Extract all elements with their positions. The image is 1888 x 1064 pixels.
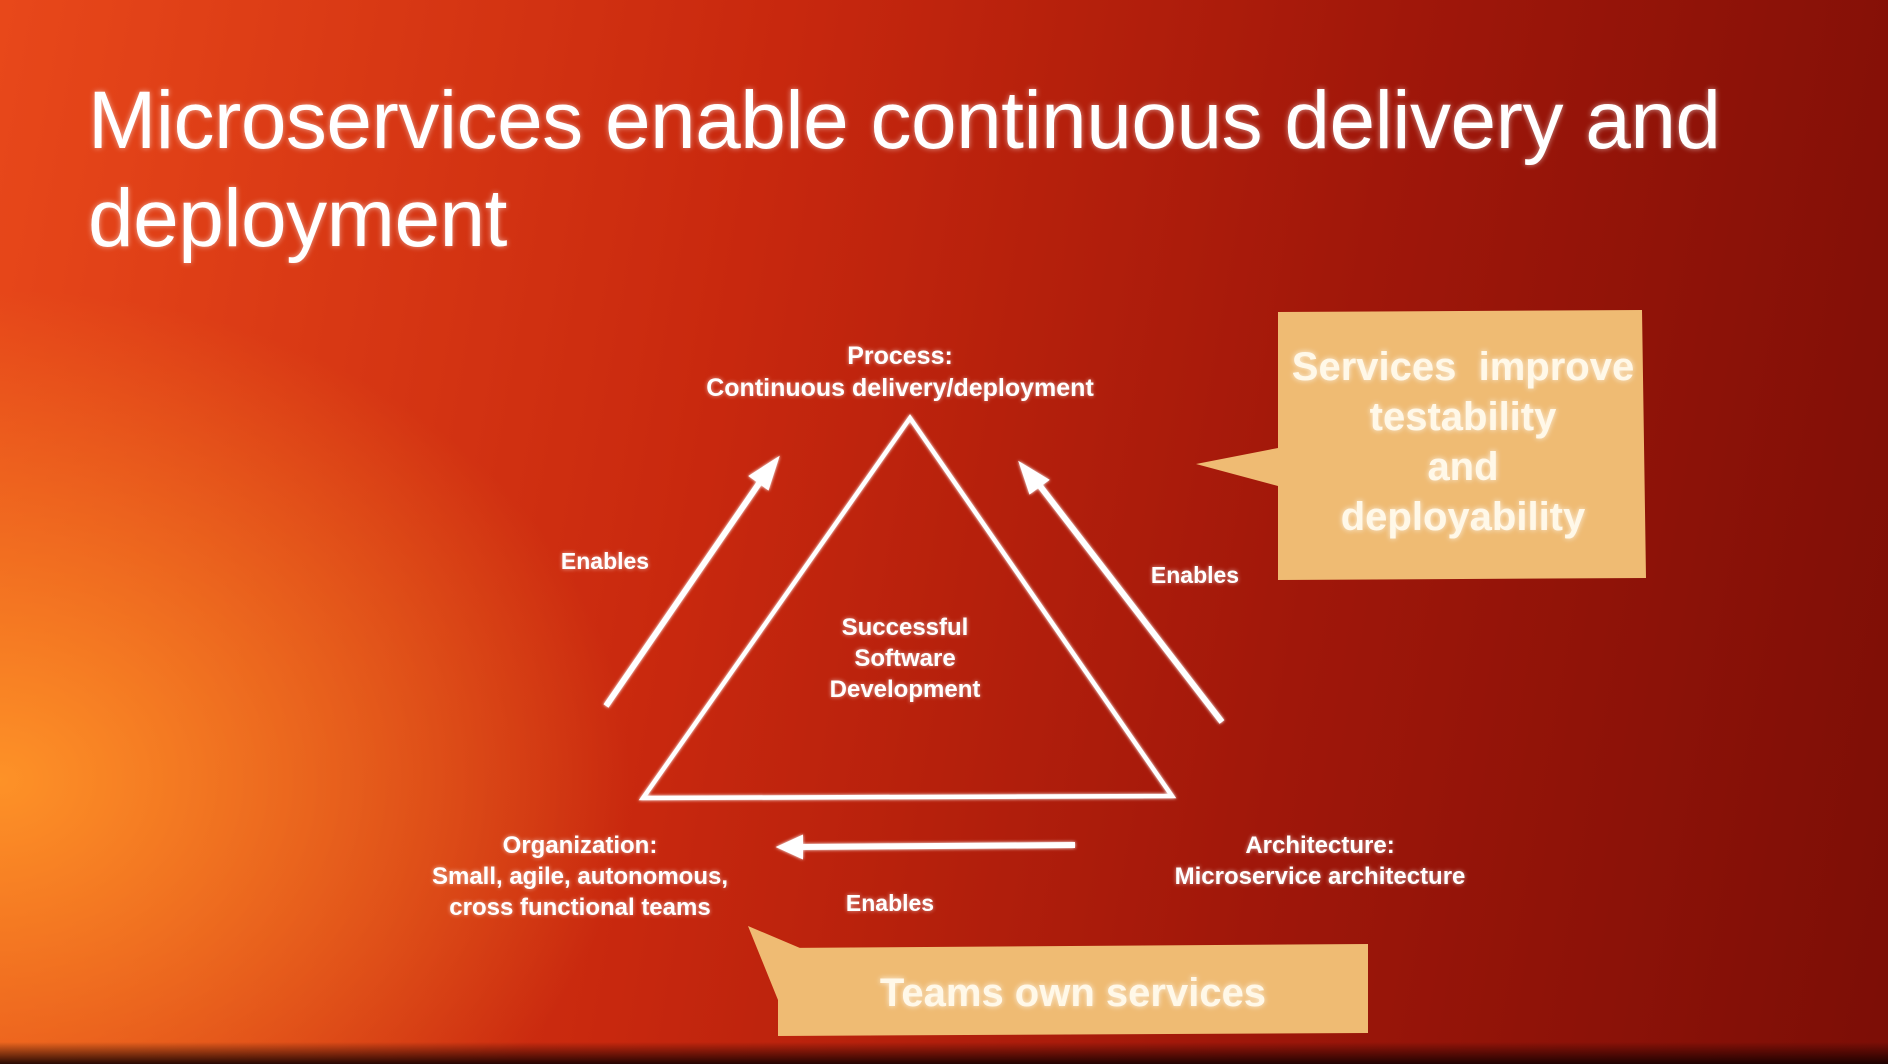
enables-right-label: Enables [1150,562,1240,588]
arrow-right-head [1018,460,1050,495]
callout-right-line: deployability [1340,495,1586,539]
process-label-line: Process: [847,342,953,370]
callout-bottom-text: Teams own services [879,971,1267,1015]
enables-left-label: Enables [560,548,650,574]
architecture-label: Architecture: Microservice architecture [1140,830,1500,892]
organization-label: Organization: Small, agile, autonomous, … [390,830,770,923]
callout-right-line: testability [1369,395,1557,439]
enables-bottom-label: Enables [845,890,935,916]
slide-title: Microservices enable continuous delivery… [88,75,1721,264]
arrow-left-shaft [603,480,763,708]
organization-label-line: Organization: [502,832,658,859]
arrow-right-shaft [1037,484,1225,724]
center-label-line: Development [829,676,981,703]
arrow-left-head [748,455,780,491]
screen-bottom-edge [0,1042,1888,1064]
arrow-bottom-head [775,834,803,860]
callout-right-text: Services improve testability and deploya… [1278,342,1648,542]
center-label-line: Software [854,645,956,672]
architecture-label-line: Microservice architecture [1174,863,1466,890]
callout-right-line: and [1427,445,1499,489]
organization-label-line: cross functional teams [449,894,711,921]
center-label-line: Successful [841,614,969,641]
architecture-label-line: Architecture: [1245,832,1395,859]
triangle-shape [638,414,1177,801]
process-label-line: Continuous delivery/deployment [706,374,1094,402]
arrow-bottom-shaft [799,842,1076,850]
callout-right-box [1196,310,1646,580]
organization-label-line: Small, agile, autonomous, [431,863,729,890]
process-label: Process: Continuous delivery/deployment [650,340,1150,404]
callout-bottom-box [748,926,1368,1036]
center-label: Successful Software Development [790,612,1020,705]
callout-right-line: Services improve [1291,345,1635,389]
